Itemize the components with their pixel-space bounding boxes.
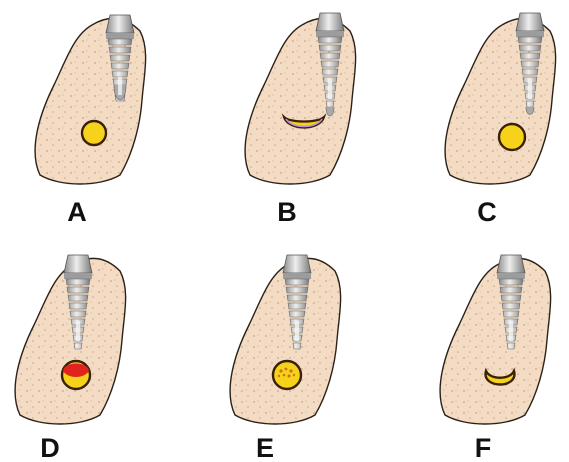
- panel-e: E: [230, 255, 341, 462]
- panel-label-d: D: [40, 433, 60, 462]
- defect-icon: [273, 361, 301, 389]
- panel-b: B: [245, 13, 356, 227]
- panel-label-f: F: [475, 433, 492, 462]
- panel-label-c: C: [477, 197, 497, 227]
- panel-f: F: [440, 255, 551, 462]
- panel-label-e: E: [256, 433, 274, 462]
- panel-d: D: [15, 255, 126, 462]
- panel-label-a: A: [67, 197, 87, 227]
- panel-a: A: [35, 15, 146, 227]
- panel-c: C: [445, 13, 556, 227]
- defect-icon: [82, 121, 106, 145]
- defect-icon: [499, 124, 525, 150]
- bone-outline: [230, 258, 341, 424]
- bone-outline: [440, 258, 551, 424]
- panel-label-b: B: [277, 197, 297, 227]
